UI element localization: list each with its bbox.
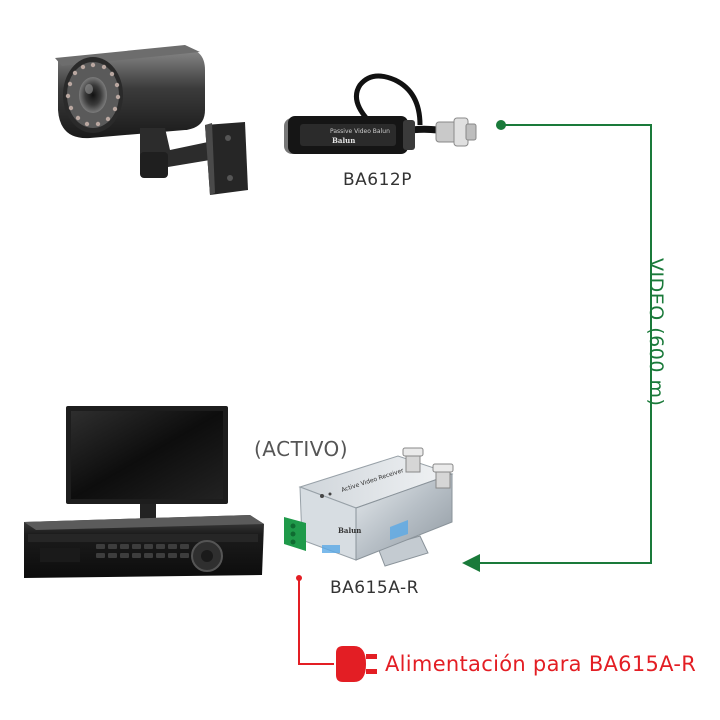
monitor-icon <box>66 406 228 532</box>
cctv-camera-icon <box>55 45 248 195</box>
svg-text:Passive Video Balun: Passive Video Balun <box>330 128 390 135</box>
balun-model-label: BA612P <box>343 170 412 190</box>
video-arrowhead-icon <box>462 554 480 572</box>
active-label: (ACTIVO) <box>254 437 349 461</box>
receiver-ba615a-r-device: Active Video Receiver Balun <box>284 447 454 567</box>
dvr-icon <box>24 515 264 578</box>
power-connection-line <box>296 575 377 682</box>
svg-text:Balun: Balun <box>332 136 355 145</box>
bnc-connector-icon <box>402 447 454 489</box>
balun-ba612p-device: Passive Video Balun Balun <box>284 73 477 154</box>
svg-text:Balun: Balun <box>338 526 361 535</box>
power-supply-label: Alimentación para BA615A-R <box>385 652 697 676</box>
video-connection-line <box>462 120 652 572</box>
receiver-model-label: BA615A-R <box>330 578 419 598</box>
plug-icon <box>336 646 377 682</box>
video-distance-label: VIDEO (600 m) <box>645 258 667 407</box>
